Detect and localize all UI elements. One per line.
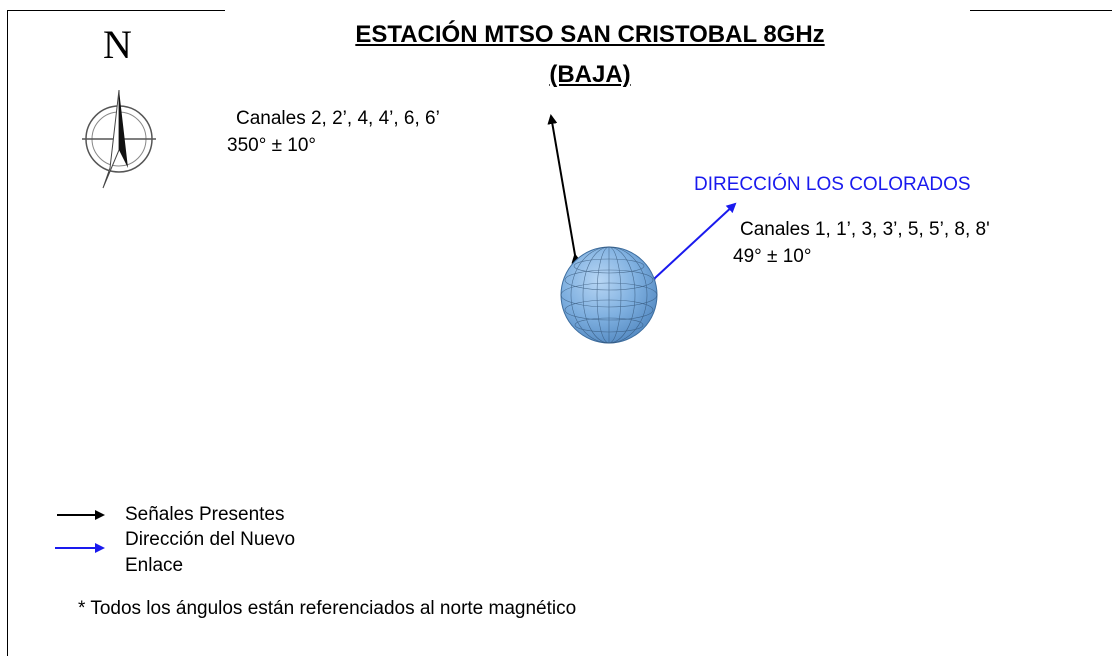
diagram-title: ESTACIÓN MTSO SAN CRISTOBAL 8GHz: [355, 21, 825, 48]
frame-left-line: [7, 10, 8, 656]
present-signal-arrow: [547, 114, 582, 264]
east-link-angle: 49° ± 10°: [733, 246, 812, 267]
legend-present-signals: Señales Presentes: [125, 504, 285, 525]
west-link-angle: 350° ± 10°: [227, 135, 317, 156]
footnote: * Todos los ángulos están referenciados …: [78, 598, 577, 619]
north-letter: N: [103, 22, 132, 67]
north-arrow-compass-icon: [82, 89, 156, 189]
legend-new-link-line2: Enlace: [125, 555, 184, 576]
east-link-direction: DIRECCIÓN LOS COLORADOS: [694, 174, 971, 195]
legend-new-link-line1: Dirección del Nuevo: [125, 529, 296, 550]
frame-top-left-line: [7, 10, 225, 11]
new-link-arrow: [645, 202, 737, 288]
diagram-subtitle: (BAJA): [549, 61, 631, 88]
west-link-channels: Canales 2, 2’, 4, 4’, 6, 6’: [236, 108, 440, 129]
east-link-channels: Canales 1, 1’, 3, 3’, 5, 5’, 8, 8': [740, 219, 990, 240]
frame-top-right-line: [970, 10, 1112, 11]
geodesic-sphere-icon: [560, 246, 658, 344]
